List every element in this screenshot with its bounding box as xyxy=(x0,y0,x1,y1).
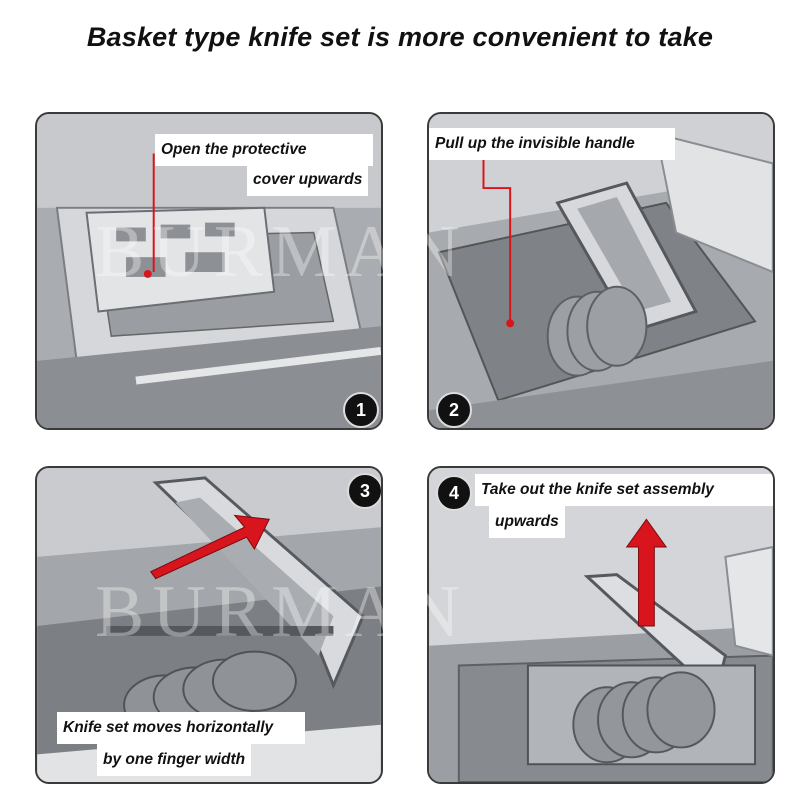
step-2-panel: Pull up the invisible handle 2 xyxy=(427,112,775,430)
step-2-label: Pull up the invisible handle xyxy=(429,128,675,160)
step-4-label-line2: upwards xyxy=(489,506,565,538)
step-1-label-line1: Open the protective xyxy=(155,134,373,166)
step-4-badge: 4 xyxy=(436,475,472,511)
step-4-label-line1: Take out the knife set assembly xyxy=(475,474,773,506)
step-1-label-line2: cover upwards xyxy=(247,164,369,196)
step-3-panel: 3 Knife set moves horizontally by one fi… xyxy=(35,466,383,784)
step-3-badge: 3 xyxy=(347,473,381,509)
step-1-panel: Open the protective cover upwards 1 xyxy=(35,112,383,430)
machine-handle-illustration xyxy=(429,114,773,428)
page-title: Basket type knife set is more convenient… xyxy=(86,22,714,52)
knife-set-removal-illustration xyxy=(429,468,773,782)
step-3-label-line1: Knife set moves horizontally xyxy=(57,712,305,744)
step-2-badge: 2 xyxy=(436,392,472,428)
step-4-panel: 4 Take out the knife set assembly upward… xyxy=(427,466,775,784)
step-3-label-line2: by one finger width xyxy=(97,744,252,776)
step-1-badge: 1 xyxy=(343,392,379,428)
